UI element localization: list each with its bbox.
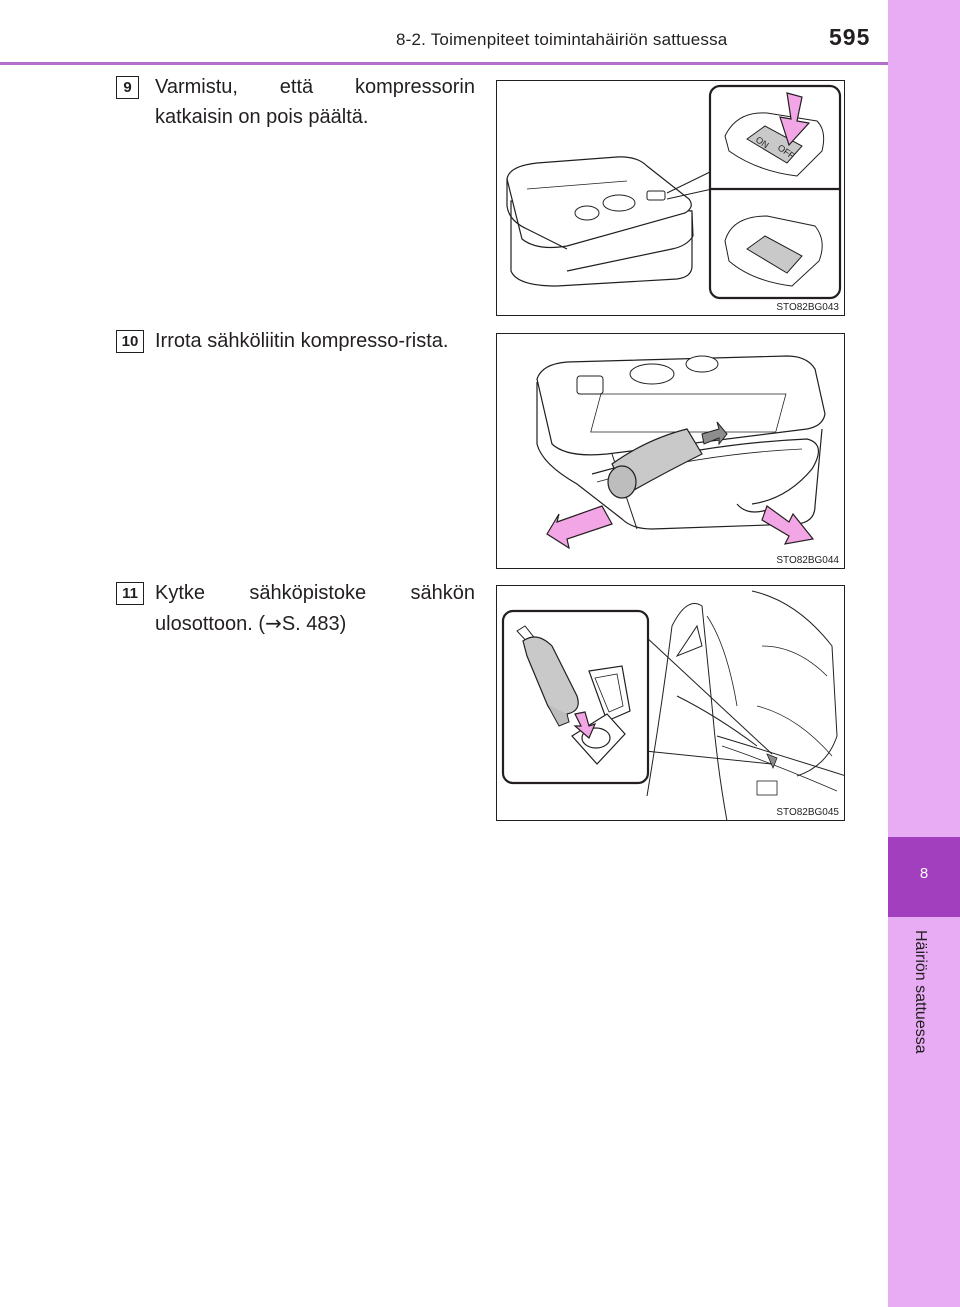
figure-compressor-connector: STO82BG044 [496, 333, 845, 569]
chapter-side-tab [888, 0, 960, 1307]
compressor-switch-illustration: ON OFF [506, 84, 842, 300]
figure-code: STO82BG045 [775, 807, 840, 818]
step-text-before: Kytke sähköpistoke sähkön ulosottoon. ( [155, 582, 475, 635]
figure-code: STO82BG044 [775, 555, 840, 566]
chapter-label: Häiriön sattuessa [912, 930, 929, 1054]
page-number: 595 [829, 24, 871, 50]
section-title: 8-2. Toimenpiteet toimintahäiriön sattue… [396, 30, 728, 49]
step-instruction: Irrota sähköliitin kompresso-rista. [155, 330, 449, 352]
step-number-badge: 9 [116, 76, 139, 99]
step-number-badge: 10 [116, 330, 144, 353]
step-number-badge: 11 [116, 582, 144, 605]
compressor-connector-illustration [536, 355, 826, 550]
figure-power-outlet: STO82BG045 [496, 585, 845, 821]
step-instruction: Kytke sähköpistoke sähkön ulosottoon. (→… [155, 578, 475, 639]
header-divider [0, 62, 888, 65]
power-outlet-illustration [501, 590, 844, 820]
reference-arrow-icon: → [265, 611, 282, 635]
page-reference: S. 483) [281, 613, 347, 635]
step-instruction: Varmistu, että kompressorin katkaisin on… [155, 76, 475, 128]
figure-code: STO82BG043 [775, 302, 840, 313]
chapter-number: 8 [919, 865, 929, 882]
figure-compressor-switch: ON OFF STO82BG043 [496, 80, 845, 316]
chapter-tab-active-marker [888, 837, 960, 917]
